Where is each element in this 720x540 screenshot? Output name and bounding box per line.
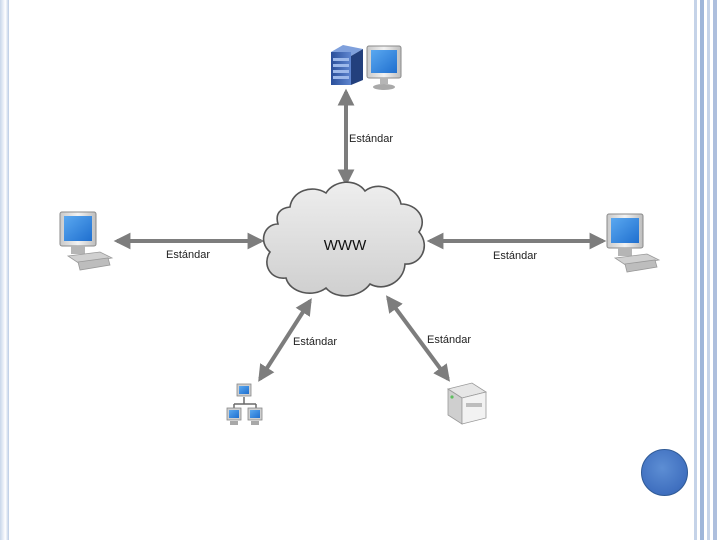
link-label-bottom-left: Estándar — [293, 336, 337, 348]
slide-left-border — [0, 0, 9, 540]
server-workstation-icon — [331, 45, 402, 90]
link-label-right: Estándar — [493, 250, 537, 262]
link-label-left: Estándar — [166, 249, 210, 261]
www-cloud: WWW — [262, 181, 425, 297]
link-label-bottom-right: Estándar — [427, 334, 471, 346]
desktop-computer-icon-right — [606, 213, 661, 273]
cloud-label: WWW — [324, 237, 367, 254]
network-icon — [226, 383, 263, 425]
arrow-bottom-right — [386, 295, 450, 382]
link-label-top: Estándar — [349, 133, 393, 145]
slide-right-border — [686, 0, 720, 540]
printer-icon — [447, 382, 487, 425]
arrow-bottom-left — [258, 298, 312, 382]
slide-decoration-circle — [641, 449, 688, 496]
desktop-computer-icon-left — [59, 211, 114, 271]
